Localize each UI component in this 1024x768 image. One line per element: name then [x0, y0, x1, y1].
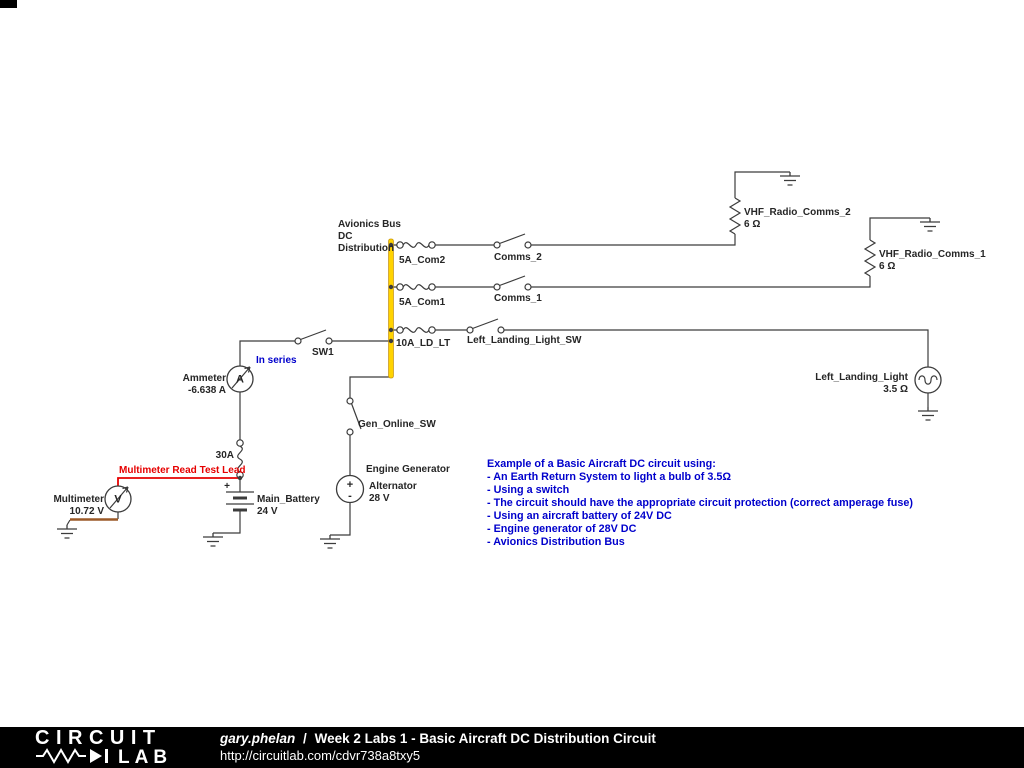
value-lamp: 3.5 Ω	[883, 384, 908, 395]
label-avionics-bus-3: Distribution	[338, 243, 394, 254]
label-switch-landing-light: Left_Landing_Light_SW	[467, 335, 582, 346]
example-line-6: - Avionics Distribution Bus	[487, 536, 625, 548]
ammeter-letter: A	[236, 374, 244, 386]
battery-plus-sign: +	[224, 481, 230, 492]
resistor-vhf1-symbol	[864, 239, 876, 277]
logo-resistor-icon	[36, 747, 86, 764]
label-lamp: Left_Landing_Light	[815, 372, 908, 383]
wire-network	[66, 171, 930, 536]
logo-play-icon	[90, 748, 102, 763]
example-line-4: - Using an aircraft battery of 24V DC	[487, 510, 672, 522]
fuse-10a-ld-lt-symbol	[396, 326, 436, 334]
label-fuse-5a-com2: 5A_Com2	[399, 255, 446, 266]
label-switch-comms1: Comms_1	[494, 293, 542, 304]
voltmeter-letter: V	[114, 494, 122, 506]
battery-symbol: +	[224, 481, 254, 512]
fuse-5a-com2-symbol	[396, 241, 436, 249]
label-switch-gen-online: Gen_Online_SW	[358, 419, 436, 430]
circuit-schematic: A V + + -	[53, 171, 986, 549]
multimeter-red-test-lead-wire	[117, 477, 240, 486]
label-multimeter: Multimeter	[53, 494, 104, 505]
label-generator: Engine Generator	[366, 464, 450, 475]
value-ammeter: -6.638 A	[188, 385, 226, 396]
value-multimeter: 10.72 V	[70, 506, 105, 517]
generator-minus-sign: -	[348, 490, 352, 502]
label-fuse-30a: 30A	[216, 450, 234, 461]
label-avionics-bus-2: DC	[338, 231, 352, 242]
ground-symbol-vhf2	[779, 171, 801, 186]
example-line-5: - Engine generator of 28V DC	[487, 523, 637, 535]
logo-lab-text: LAB	[118, 747, 172, 766]
lamp-symbol	[914, 366, 942, 394]
switch-comms1-symbol	[493, 275, 532, 291]
label-switch-sw1: SW1	[312, 347, 334, 358]
annotation-test-lead: Multimeter Read Test Lead	[119, 465, 246, 476]
label-avionics-bus-1: Avionics Bus	[338, 219, 401, 230]
example-title: Example of a Basic Aircraft DC circuit u…	[487, 458, 716, 470]
value-resistor-vhf1: 6 Ω	[879, 261, 895, 272]
footer-title: gary.phelan / Week 2 Labs 1 - Basic Airc…	[220, 731, 656, 747]
example-line-3: - The circuit should have the appropriat…	[487, 497, 913, 509]
footer-url: http://circuitlab.com/cdvr738a8txy5	[220, 748, 421, 764]
label-switch-comms2: Comms_2	[494, 252, 542, 263]
footer-circuit-title: Week 2 Labs 1 - Basic Aircraft DC Distri…	[314, 731, 656, 747]
ground-symbol-vhf1	[919, 217, 941, 232]
footer-separator: /	[303, 731, 307, 747]
junction-dots	[237, 242, 394, 481]
label-battery: Main_Battery	[257, 494, 320, 505]
fuse-5a-com1-symbol	[396, 283, 436, 291]
generator-plus-sign: +	[347, 479, 353, 491]
generator-symbol: + -	[335, 474, 365, 504]
voltmeter-symbol: V	[104, 485, 132, 513]
ground-symbol-generator	[319, 534, 341, 549]
footer-brand-bar: CIRCUIT LAB gary.phelan / Week 2 Labs 1 …	[0, 727, 1024, 768]
switch-comms2-symbol	[493, 233, 532, 249]
corner-mark	[0, 0, 17, 8]
label-resistor-vhf1: VHF_Radio_Comms_1	[879, 249, 986, 260]
switch-sw1-symbol	[294, 329, 333, 345]
switch-landing-light-symbol	[466, 318, 505, 334]
logo-circuit-text: CIRCUIT	[35, 727, 162, 749]
example-line-1: - An Earth Return System to light a bulb…	[487, 471, 731, 483]
avionics-bus-bar	[388, 238, 394, 379]
ammeter-symbol: A	[226, 365, 254, 393]
ground-symbol-multimeter	[56, 524, 78, 539]
ground-symbol-lamp	[917, 406, 939, 421]
value-resistor-vhf2: 6 Ω	[744, 219, 760, 230]
resistor-vhf2-symbol	[729, 197, 741, 235]
label-ammeter: Ammeter	[183, 373, 226, 384]
footer-author: gary.phelan	[220, 731, 296, 747]
value-generator: 28 V	[369, 493, 390, 504]
value-battery: 24 V	[257, 506, 278, 517]
annotation-in-series: In series	[256, 355, 297, 366]
label-resistor-vhf2: VHF_Radio_Comms_2	[744, 207, 851, 218]
example-line-2: - Using a switch	[487, 484, 569, 496]
circuitlab-logo: CIRCUIT LAB	[34, 725, 208, 768]
ground-symbol-battery	[202, 532, 224, 547]
label-fuse-5a-com1: 5A_Com1	[399, 297, 446, 308]
logo-bar-icon	[105, 748, 108, 763]
label-fuse-10a-ld-lt: 10A_LD_LT	[396, 338, 450, 349]
footer-text: gary.phelan / Week 2 Labs 1 - Basic Airc…	[220, 731, 656, 764]
label-generator-sub: Alternator	[369, 481, 417, 492]
